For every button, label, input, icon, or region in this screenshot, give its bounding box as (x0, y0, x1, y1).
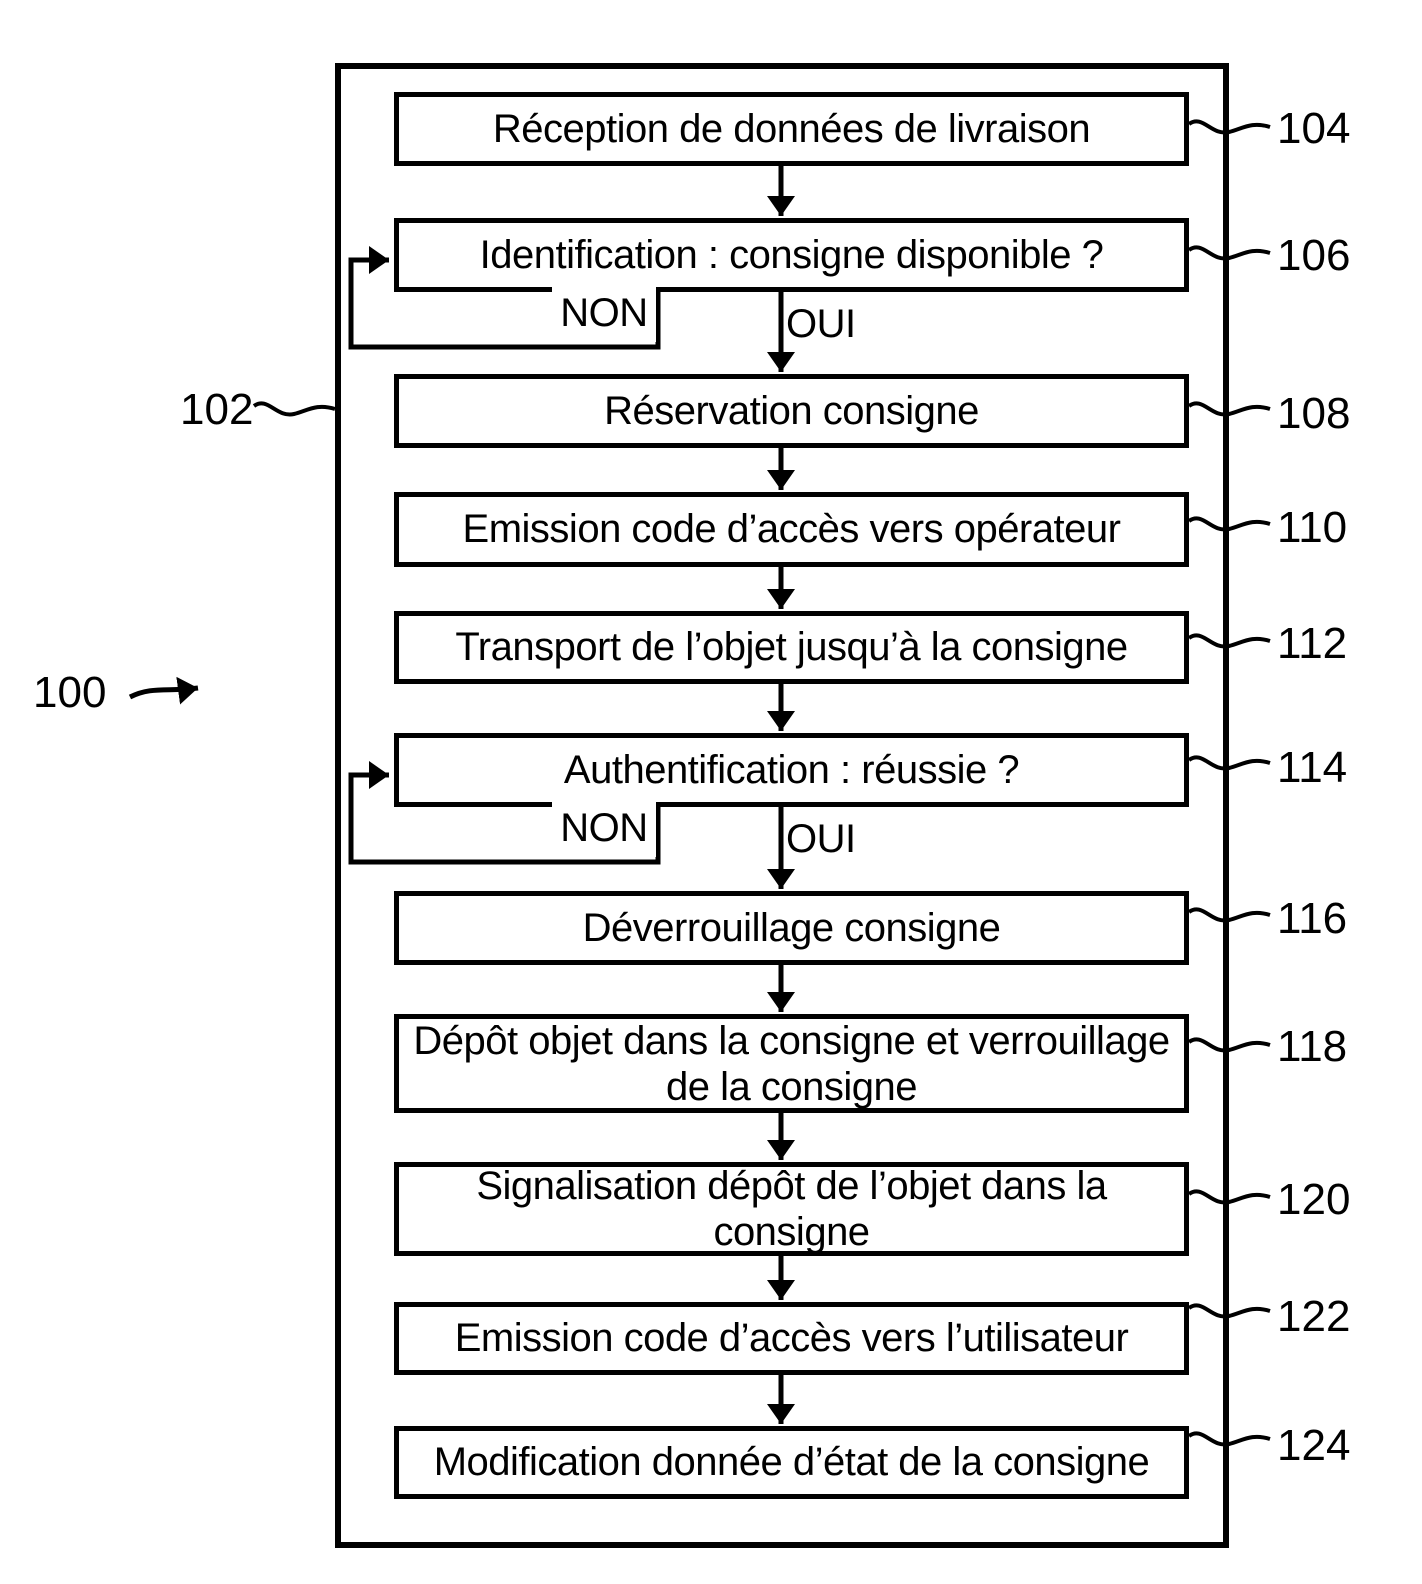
ref-connector-116 (1187, 907, 1271, 923)
ref-label-118: 118 (1277, 1022, 1348, 1071)
ref-connector-102 (252, 401, 336, 417)
ref-label-120: 120 (1277, 1175, 1351, 1224)
ref-connector-108 (1187, 401, 1271, 417)
ref-label-106: 106 (1277, 231, 1351, 280)
ref-label-104: 104 (1277, 104, 1351, 153)
ref-connector-124 (1187, 1431, 1271, 1447)
branch-label-oui-106: OUI (786, 302, 856, 346)
step-box-122: Emission code d’accès vers l’utilisateur (394, 1302, 1189, 1375)
ref-connector-110 (1187, 516, 1271, 532)
ref-connector-106 (1187, 245, 1271, 261)
step-text-104: Réception de données de livraison (492, 106, 1091, 151)
ref-connector-118 (1187, 1037, 1271, 1053)
figure-ref-arrow-100 (128, 676, 199, 705)
step-text-124: Modification donnée d’état de la consign… (433, 1440, 1150, 1484)
step-box-104: Réception de données de livraison (394, 92, 1189, 166)
ref-label-116: 116 (1277, 894, 1348, 943)
ref-connector-120 (1187, 1189, 1271, 1205)
ref-label-122: 122 (1277, 1292, 1351, 1341)
ref-label-114: 114 (1277, 743, 1348, 792)
loop-non-106 (348, 246, 661, 350)
step-text-120: Signalisation dépôt de l’objet dans la c… (476, 1164, 1107, 1254)
ref-label-110: 110 (1277, 503, 1348, 552)
step-box-106: Identification : consigne disponible ? (394, 218, 1189, 292)
step-box-112: Transport de l’objet jusqu’à la consigne (394, 611, 1189, 684)
figure-ref-label-100: 100 (33, 668, 107, 717)
branch-label-non-106: NON (552, 285, 656, 342)
ref-label-108: 108 (1277, 389, 1351, 438)
branch-label-oui-114: OUI (786, 817, 856, 861)
ref-connector-122 (1187, 1303, 1271, 1319)
step-box-116: Déverrouillage consigne (394, 891, 1189, 965)
step-text-106: Identification : consigne disponible ? (479, 232, 1104, 277)
step-box-114: Authentification : réussie ? (394, 733, 1189, 807)
branch-label-non-114: NON (552, 800, 656, 857)
flow-outer-frame (335, 63, 1229, 1548)
step-box-124: Modification donnée d’état de la consign… (394, 1426, 1189, 1499)
step-box-110: Emission code d’accès vers opérateur (394, 492, 1189, 567)
frame-ref-label-102: 102 (180, 385, 254, 434)
ref-connector-112 (1187, 633, 1271, 649)
ref-connector-104 (1187, 119, 1271, 135)
step-text-114: Authentification : réussie ? (563, 747, 1020, 792)
step-text-110: Emission code d’accès vers opérateur (462, 507, 1121, 551)
step-box-108: Réservation consigne (394, 374, 1189, 448)
step-box-118: Dépôt objet dans la consigne et verrouil… (394, 1014, 1189, 1113)
ref-label-112: 112 (1277, 619, 1348, 668)
loop-non-114 (348, 761, 661, 865)
step-text-112: Transport de l’objet jusqu’à la consigne (455, 625, 1128, 669)
step-text-118: Dépôt objet dans la consigne et verrouil… (413, 1018, 1170, 1109)
ref-label-124: 124 (1277, 1421, 1351, 1470)
ref-connector-114 (1187, 755, 1271, 771)
step-box-120: Signalisation dépôt de l’objet dans la c… (394, 1162, 1189, 1256)
step-text-108: Réservation consigne (604, 388, 979, 433)
step-text-116: Déverrouillage consigne (582, 905, 1001, 950)
step-text-122: Emission code d’accès vers l’utilisateur (454, 1316, 1129, 1360)
